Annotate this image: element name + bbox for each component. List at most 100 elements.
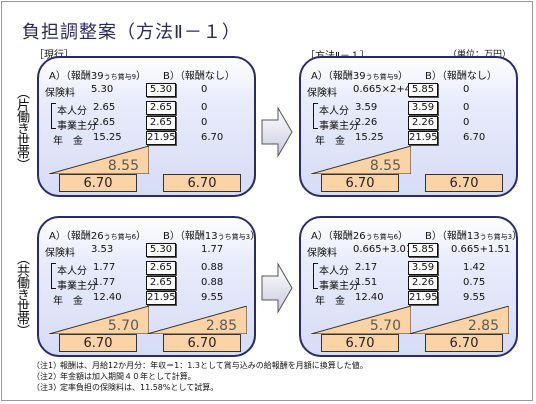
- value-b: 0: [463, 102, 470, 113]
- right-arrow-icon: [261, 262, 293, 314]
- value-box-b: 5.30: [146, 83, 176, 97]
- value-b: 1.42: [463, 262, 486, 273]
- value-box-b: 2.26: [408, 276, 438, 290]
- right-arrow-icon: [261, 106, 293, 158]
- pension-triangle-b: 2.85: [409, 306, 509, 334]
- basic-pension-b: 6.70: [163, 174, 241, 192]
- value-box-b: 2.65: [146, 116, 176, 130]
- column-header-b: B）（報酬13うち賞与3）: [425, 231, 516, 242]
- bracket: [51, 263, 56, 289]
- row-label: 年 金: [53, 136, 83, 147]
- column-header-b: B）（報酬13うち賞与3）: [163, 231, 254, 242]
- row-label: 本人分: [57, 106, 87, 117]
- value-b: 0: [201, 102, 208, 113]
- panel-dual-method: A）（報酬26うち賞与6）B）（報酬13うち賞与3）保険料0.665+3.015…: [299, 216, 518, 357]
- row-label: 事業主分: [57, 121, 97, 132]
- value-b: 9.55: [463, 292, 486, 303]
- row-label: 年 金: [53, 296, 83, 307]
- basic-pension-b: 6.70: [425, 334, 503, 352]
- column-header-a: A）（報酬26うち賞与6）: [49, 231, 147, 242]
- pension-triangle-b: 2.85: [147, 306, 247, 334]
- value-a: 3.53: [91, 244, 114, 255]
- value-a: 12.40: [355, 292, 384, 303]
- row-label: 本人分: [319, 106, 349, 117]
- row-label: 事業主分: [319, 121, 359, 132]
- value-b: 0: [463, 117, 470, 128]
- value-a: 2.65: [93, 117, 116, 128]
- row-label: 保険料: [307, 248, 337, 259]
- value-b: 1.77: [201, 244, 224, 255]
- value-b: 0: [201, 117, 208, 128]
- row-label: 本人分: [57, 266, 87, 277]
- value-a: 3.59: [355, 102, 378, 113]
- row-label: 本人分: [319, 266, 349, 277]
- row-label: 保険料: [45, 248, 75, 259]
- row-label: 年 金: [315, 296, 345, 307]
- value-a: 1.77: [93, 262, 116, 273]
- bracket: [313, 263, 318, 289]
- value-box-b: 3.59: [408, 261, 438, 275]
- bracket: [313, 103, 318, 129]
- column-header-a: A）（報酬39うち賞与9）: [311, 71, 409, 82]
- value-box-b: 21.95: [146, 291, 176, 305]
- value-box-b: 21.95: [146, 131, 176, 145]
- basic-pension-a: 6.70: [321, 334, 399, 352]
- row-label: 年 金: [315, 136, 345, 147]
- value-box-b: 21.95: [408, 131, 438, 145]
- value-box-b: 2.65: [146, 261, 176, 275]
- value-a: 2.26: [355, 117, 378, 128]
- value-b: 6.70: [463, 132, 486, 143]
- panel-dual-current: A）（報酬26うち賞与6）B）（報酬13うち賞与3）保険料3.535.301.7…: [37, 216, 256, 357]
- page-title: 負担調整案（方法Ⅱ－１）: [22, 22, 241, 43]
- value-b: 0.88: [201, 262, 224, 273]
- value-a: 15.25: [355, 132, 384, 143]
- column-header-a: A）（報酬39うち賞与9）: [49, 71, 147, 82]
- column-header-b: B）（報酬なし）: [425, 71, 497, 82]
- value-b: 0.75: [463, 277, 486, 288]
- value-box-b: 2.26: [408, 116, 438, 130]
- value-box-b: 5.85: [408, 243, 438, 257]
- value-b: 9.55: [201, 292, 224, 303]
- value-box-b: 21.95: [408, 291, 438, 305]
- column-header-b: B）（報酬なし）: [163, 71, 235, 82]
- value-a: 15.25: [93, 132, 122, 143]
- value-b: 0.665+1.51: [451, 244, 511, 255]
- value-a: 0.665×2+4.52: [353, 84, 428, 95]
- panel-single-current: A）（報酬39うち賞与9） B）（報酬なし） 保険料 5.30 5.30 0 本人分 2.65…: [37, 56, 256, 197]
- bracket: [51, 103, 56, 129]
- basic-pension-b: 6.70: [163, 334, 241, 352]
- value-box-b: 5.85: [408, 83, 438, 97]
- pension-triangle-a: 5.70: [49, 306, 149, 334]
- value-b: 0: [201, 84, 208, 95]
- pension-triangle-a: 8.55: [49, 146, 149, 174]
- row-label: 事業主分: [319, 281, 359, 292]
- row-label: 保険料: [307, 88, 337, 99]
- value-a: 2.65: [93, 102, 116, 113]
- value-a: 5.30: [91, 84, 114, 95]
- footnote: （注3）定率負担の保険料は、11.58%として試算。: [32, 383, 219, 392]
- value-box-b: 2.65: [146, 276, 176, 290]
- value-a: 0.665+3.01: [353, 244, 413, 255]
- basic-pension-a: 6.70: [321, 174, 399, 192]
- value-box-b: 3.59: [408, 101, 438, 115]
- row-label: 保険料: [45, 88, 75, 99]
- current-label: ［現行］: [34, 46, 74, 61]
- footnote: （注1）報酬は、月給12か月分：年収＝1：1.3として賞与込みの給報酬を月額に換…: [32, 361, 368, 370]
- basic-pension-a: 6.70: [59, 174, 137, 192]
- value-a: 12.40: [93, 292, 122, 303]
- pension-triangle-a: 5.70: [311, 306, 411, 334]
- value-box-b: 2.65: [146, 101, 176, 115]
- unit-label: （単位：万円）: [448, 50, 512, 60]
- footnotes: （注1）報酬は、月給12か月分：年収＝1：1.3として賞与込みの給報酬を月額に換…: [32, 360, 368, 393]
- basic-pension-b: 6.70: [425, 174, 503, 192]
- value-a: 1.77: [93, 277, 116, 288]
- value-b: 0: [463, 84, 470, 95]
- footnote: （注2）年金額は加入期間４０年として計算。: [32, 372, 196, 381]
- row-label: 事業主分: [57, 281, 97, 292]
- value-b: 0.88: [201, 277, 224, 288]
- value-b: 6.70: [201, 132, 224, 143]
- basic-pension-a: 6.70: [59, 334, 137, 352]
- side-label-single-income: （片働き世帯）: [14, 86, 29, 170]
